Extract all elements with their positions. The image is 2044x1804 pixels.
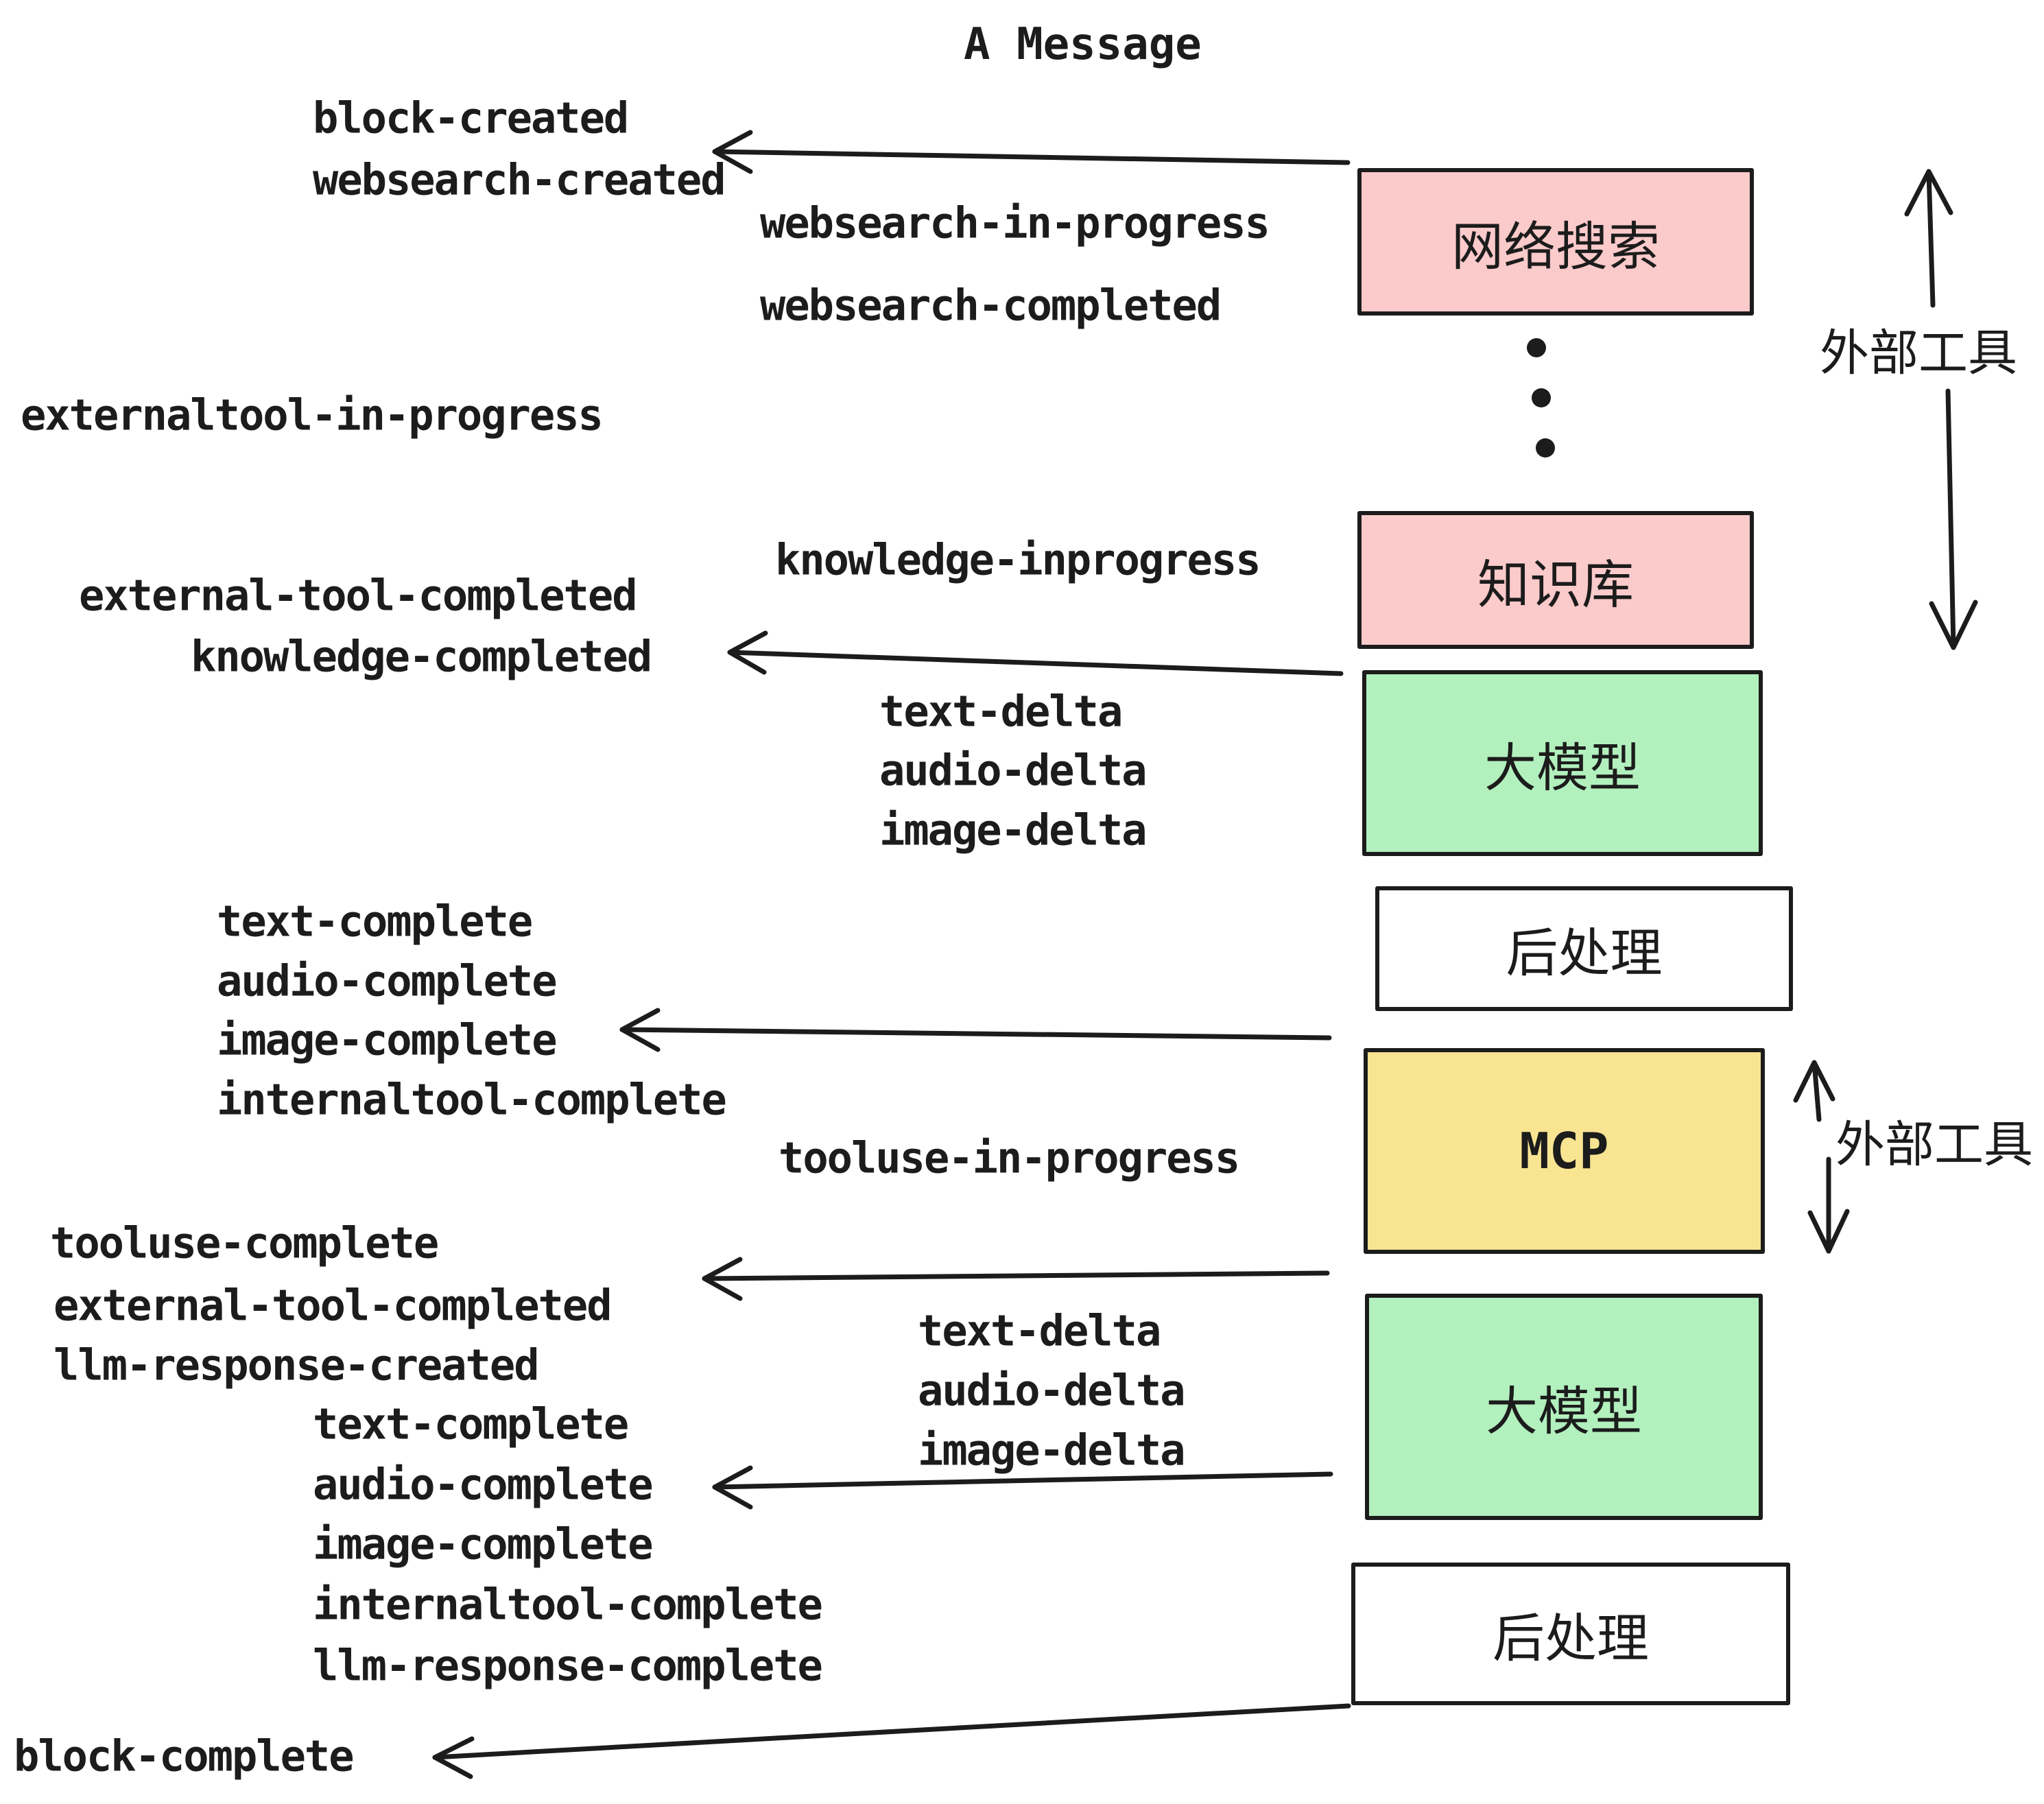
box-mcp: MCP bbox=[1364, 1048, 1765, 1254]
box-llm-2: 大模型 bbox=[1365, 1294, 1763, 1520]
label-text-complete-1: text-complete bbox=[217, 896, 533, 947]
label-tooluse-in-progress: tooluse-in-progress bbox=[779, 1132, 1240, 1183]
box-llm-1-label: 大模型 bbox=[1484, 737, 1641, 798]
label-internaltool-complete-1: internaltool-complete bbox=[217, 1074, 727, 1125]
ellipsis-dots bbox=[1527, 338, 1555, 458]
label-image-complete-2: image-complete bbox=[313, 1519, 654, 1569]
label-external-tool-completed: external-tool-completed bbox=[79, 570, 638, 621]
box-postprocess-1-label: 后处理 bbox=[1506, 923, 1663, 984]
label-knowledge-inprogress: knowledge-inprogress bbox=[775, 534, 1261, 585]
label-tooluse-complete: tooluse-complete bbox=[50, 1218, 439, 1268]
label-llm-response-complete: llm-response-complete bbox=[313, 1640, 823, 1691]
label-audio-delta-2: audio-delta bbox=[918, 1365, 1186, 1416]
label-text-delta-1: text-delta bbox=[879, 686, 1123, 737]
annotation-external-tools-2: 外部工具 bbox=[1835, 1115, 2034, 1174]
external-tools-up-arrow bbox=[1904, 169, 1953, 308]
external-tools-down-arrow bbox=[1929, 388, 1978, 650]
label-image-delta-2: image-delta bbox=[918, 1425, 1186, 1475]
box-websearch: 网络搜索 bbox=[1357, 168, 1754, 316]
arrow-block-created bbox=[712, 130, 1351, 174]
diagram-title: A Message bbox=[964, 19, 1202, 70]
label-websearch-in-progress: websearch-in-progress bbox=[760, 198, 1270, 248]
label-image-complete-1: image-complete bbox=[217, 1014, 558, 1065]
label-audio-complete-1: audio-complete bbox=[217, 956, 558, 1006]
arrow-block-complete bbox=[432, 1703, 1351, 1779]
box-postprocess-1: 后处理 bbox=[1375, 886, 1793, 1011]
label-external-tool-completed-2: external-tool-completed bbox=[54, 1280, 613, 1331]
label-text-complete-2: text-complete bbox=[313, 1399, 629, 1449]
box-postprocess-2: 后处理 bbox=[1351, 1563, 1790, 1705]
label-websearch-completed: websearch-completed bbox=[760, 280, 1222, 331]
label-audio-complete-2: audio-complete bbox=[313, 1459, 654, 1510]
box-llm-1: 大模型 bbox=[1362, 670, 1763, 856]
label-llm-response-created: llm-response-created bbox=[54, 1340, 540, 1390]
label-block-created: block-created bbox=[313, 93, 629, 143]
arrow-tooluse-complete bbox=[702, 1257, 1330, 1301]
box-websearch-label: 网络搜索 bbox=[1451, 215, 1660, 277]
box-mcp-label: MCP bbox=[1519, 1122, 1609, 1180]
label-image-delta-1: image-delta bbox=[879, 805, 1148, 855]
arrow-internaltool-complete bbox=[619, 1008, 1332, 1052]
box-llm-2-label: 大模型 bbox=[1486, 1381, 1642, 1442]
arrow-knowledge-completed bbox=[727, 630, 1344, 676]
label-internaltool-complete-2: internaltool-complete bbox=[313, 1579, 823, 1630]
box-knowledge-label: 知识库 bbox=[1477, 554, 1634, 615]
label-text-delta-2: text-delta bbox=[918, 1305, 1161, 1356]
box-postprocess-2-label: 后处理 bbox=[1493, 1608, 1649, 1669]
external-tools2-up-arrow bbox=[1793, 1060, 1835, 1122]
label-knowledge-completed: knowledge-completed bbox=[191, 631, 652, 682]
label-websearch-created: websearch-created bbox=[313, 154, 726, 205]
annotation-external-tools-1: 外部工具 bbox=[1820, 324, 2018, 382]
label-externaltool-in-progress: externaltool-in-progress bbox=[21, 390, 604, 440]
box-knowledge: 知识库 bbox=[1357, 511, 1754, 649]
label-block-complete: block-complete bbox=[14, 1731, 355, 1781]
label-audio-delta-1: audio-delta bbox=[879, 745, 1148, 796]
